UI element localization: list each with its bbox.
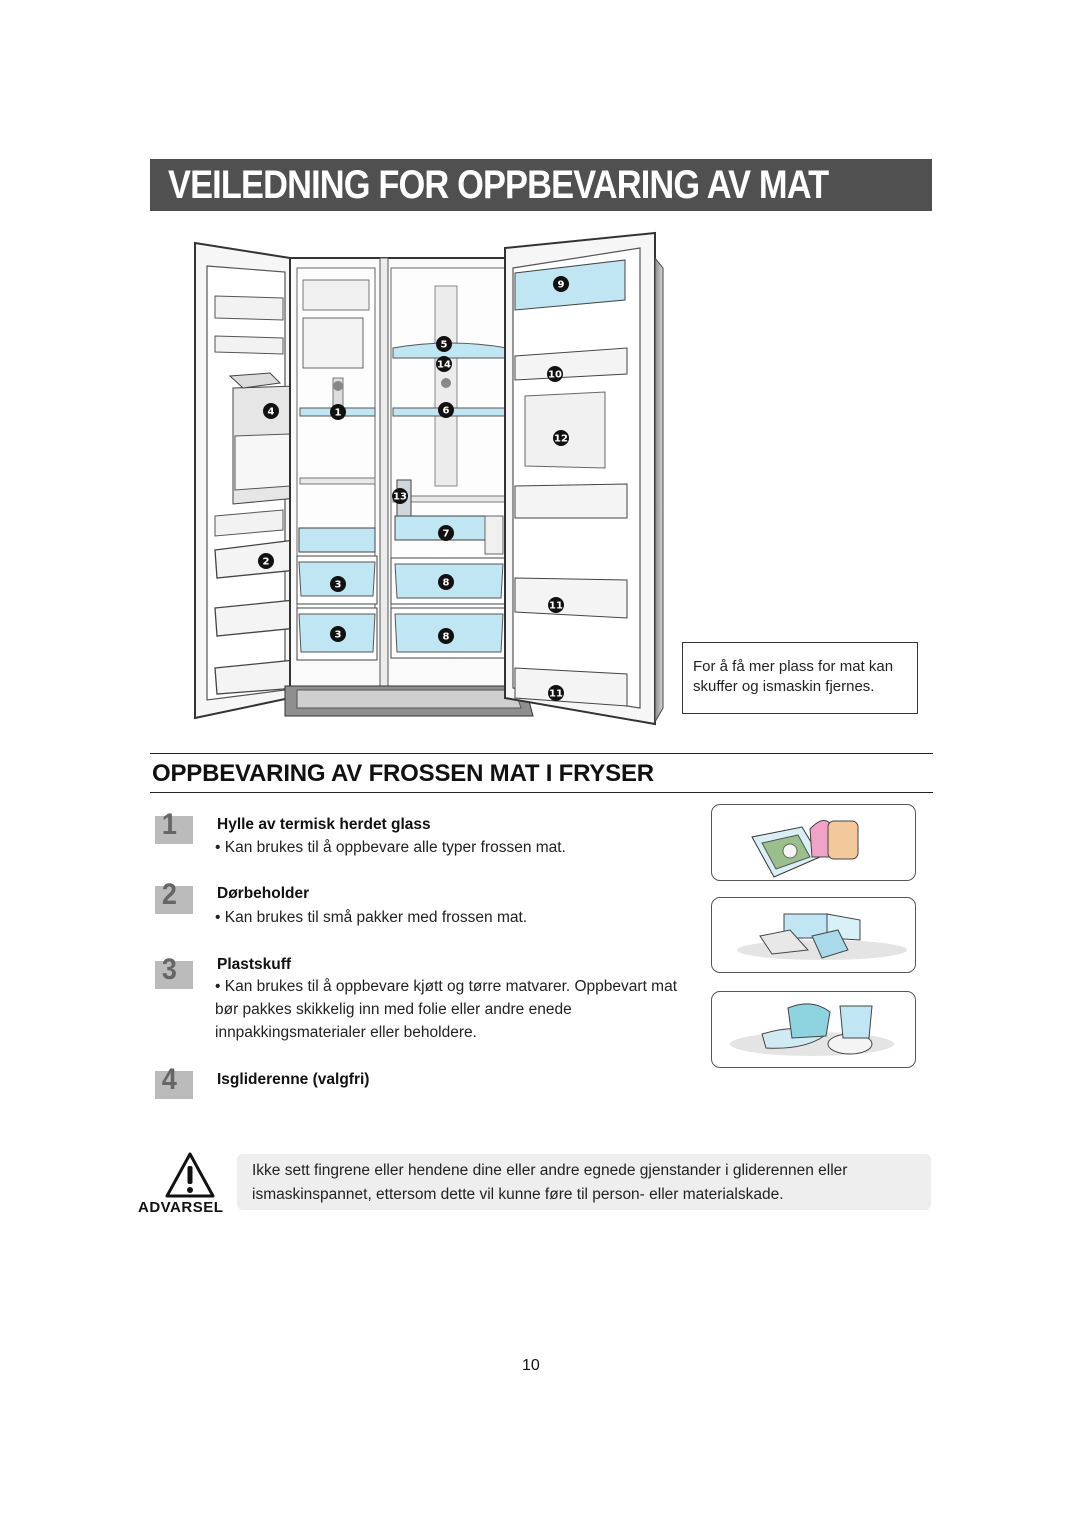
callout-label: 1 — [335, 408, 342, 419]
step-number-3: 3 — [155, 953, 199, 991]
callout-marker: 4 — [263, 403, 279, 419]
step-number-4: 4 — [155, 1063, 199, 1101]
item-title: Isgliderenne (valgfri) — [217, 1071, 370, 1088]
callout-marker: 3 — [330, 626, 346, 642]
refrigerator-illustration: 4 1 2 3 3 5 14 6 13 7 8 8 9 10 12 11 11 — [194, 231, 664, 726]
callout-label: 13 — [393, 492, 407, 503]
callout-marker: 8 — [438, 574, 454, 590]
callout-label: 12 — [554, 434, 568, 445]
freezer-door — [194, 241, 298, 720]
fridge-door — [504, 231, 664, 726]
section-heading: OPPBEVARING AV FROSSEN MAT I FRYSER — [152, 760, 654, 787]
callout-label: 9 — [558, 280, 565, 291]
warning-icon — [165, 1152, 215, 1198]
door-bin-packages-image — [711, 897, 916, 973]
warning-label: ADVARSEL — [138, 1199, 224, 1216]
step-digit: 4 — [161, 1063, 177, 1096]
callout-marker: 3 — [330, 576, 346, 592]
callout-marker: 13 — [392, 488, 408, 504]
page-title: VEILEDNING FOR OPPBEVARING AV MAT — [168, 162, 829, 207]
page-title-bar: VEILEDNING FOR OPPBEVARING AV MAT — [150, 159, 932, 211]
callout-label: 4 — [268, 407, 275, 418]
item-title: Hylle av termisk herdet glass — [217, 816, 431, 833]
callout-marker: 12 — [553, 430, 569, 446]
callout-marker: 9 — [553, 276, 569, 292]
callout-marker: 1 — [330, 404, 346, 420]
callout-marker: 2 — [258, 553, 274, 569]
note-text: For å få mer plass for mat kan skuffer o… — [693, 658, 894, 695]
item-text: • Kan brukes til å oppbevare kjøtt og tø… — [215, 978, 678, 1041]
step-number-2: 2 — [155, 878, 199, 916]
section-rule-top — [150, 753, 933, 754]
warning-box: Ikke sett fingrene eller hendene dine el… — [237, 1154, 931, 1210]
step-digit: 3 — [161, 953, 177, 986]
callout-label: 6 — [443, 406, 450, 417]
note-box: For å få mer plass for mat kan skuffer o… — [682, 642, 918, 714]
callout-marker: 7 — [438, 525, 454, 541]
cabinet — [284, 257, 534, 717]
callout-marker: 5 — [436, 336, 452, 352]
callout-label: 3 — [335, 580, 342, 591]
callout-marker: 11 — [548, 685, 564, 701]
callout-label: 5 — [441, 340, 448, 351]
callout-label: 3 — [335, 630, 342, 641]
callout-marker: 14 — [436, 356, 452, 372]
warning-text: Ikke sett fingrene eller hendene dine el… — [252, 1162, 848, 1203]
drawer-meat-containers-image — [711, 991, 916, 1068]
step-digit: 2 — [161, 878, 177, 911]
callout-marker: 6 — [438, 402, 454, 418]
callout-marker: 8 — [438, 628, 454, 644]
callout-label: 7 — [443, 529, 450, 540]
page-number: 10 — [522, 1357, 540, 1374]
callout-label: 10 — [548, 370, 562, 381]
callout-label: 8 — [443, 578, 450, 589]
frozen-food-shelf-image — [711, 804, 916, 881]
callout-label: 8 — [443, 632, 450, 643]
callout-marker: 11 — [548, 597, 564, 613]
callout-marker: 10 — [547, 366, 563, 382]
section-rule-bottom — [150, 792, 933, 793]
item-text: • Kan brukes til å oppbevare alle typer … — [215, 839, 566, 856]
callout-label: 11 — [549, 689, 563, 700]
callout-label: 14 — [437, 360, 451, 371]
item-title: Dørbeholder — [217, 885, 310, 902]
callout-label: 2 — [263, 557, 270, 568]
item-text: • Kan brukes til små pakker med frossen … — [215, 909, 528, 926]
callout-label: 11 — [549, 601, 563, 612]
step-digit: 1 — [161, 808, 177, 841]
step-number-1: 1 — [155, 808, 199, 846]
item-title: Plastskuff — [217, 956, 292, 973]
